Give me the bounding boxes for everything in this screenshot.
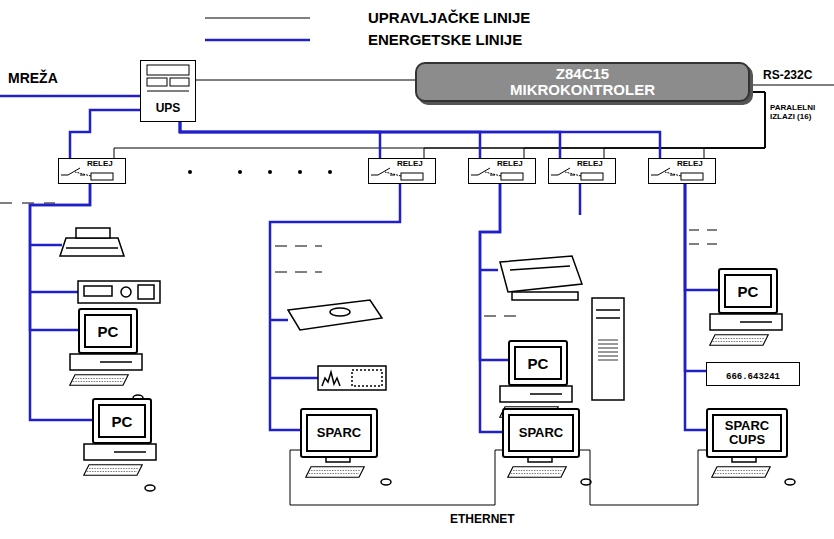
node-text: PC [112, 413, 133, 430]
power-line [180, 122, 660, 158]
power-line [70, 110, 140, 158]
node-text: SPARC [317, 426, 362, 440]
node-text: SPARC [519, 426, 564, 440]
node-text: PC [528, 355, 549, 372]
ups-unit: UPS [140, 60, 196, 122]
power-line [685, 184, 706, 430]
monitor-screen: PC [724, 274, 772, 308]
sparc-monitor: SPARC CUPS [706, 408, 788, 458]
monitor-screen: SPARC CUPS [712, 414, 782, 452]
sparc-monitor: SPARC [300, 408, 378, 458]
pc-monitor: PC [78, 308, 138, 354]
wires [0, 85, 834, 378]
monitor-screen: SPARC [306, 414, 372, 452]
legend-text: UPRAVLJAČKE LINIJE [368, 9, 530, 26]
monitor-screen: SPARC [508, 414, 574, 452]
power-line [180, 122, 380, 158]
sparc-monitor: SPARC [502, 408, 580, 458]
label-text: RS-232C [763, 68, 812, 82]
power-line [685, 184, 718, 290]
node-text: RELEJ [577, 160, 611, 168]
relay-box: RELEJ [648, 158, 716, 184]
power-line [30, 184, 92, 420]
legend-samples [205, 18, 310, 40]
pc-monitor: PC [508, 340, 568, 386]
display-unit: 666.643241 [706, 362, 800, 386]
label-text: PARALELNI IZLAZI (16) [770, 104, 830, 122]
node-text: 666.643241 [726, 372, 780, 382]
control-line [580, 450, 706, 505]
relay-box: RELEJ [368, 158, 436, 184]
monitor-screen: PC [98, 404, 146, 438]
control-line [196, 80, 415, 81]
relay-box: RELEJ [58, 158, 126, 184]
ups-panel [143, 63, 193, 97]
monitor-screen: PC [84, 314, 132, 348]
label-text: ETHERNET [450, 512, 515, 526]
node-text: PC [98, 323, 119, 340]
pc-monitor: PC [92, 398, 152, 444]
relay-box: RELEJ [468, 158, 536, 184]
power-line [270, 184, 400, 430]
relay-box: RELEJ [548, 158, 616, 184]
pc-monitor: PC [718, 268, 778, 314]
label-text: MREŽA [8, 70, 58, 86]
node-text: UPS [155, 101, 182, 115]
node-text: RELEJ [497, 160, 531, 168]
node-text: Z84C15 MIKROKONTROLER [508, 66, 658, 98]
power-line [180, 122, 480, 158]
power-line [480, 184, 508, 360]
legend-text: ENERGETSKE LINIJE [368, 31, 522, 48]
node-text: RELEJ [397, 160, 431, 168]
relay-dots [188, 170, 332, 174]
power-line [480, 184, 502, 432]
power-line [180, 122, 560, 158]
power-line [685, 184, 706, 371]
node-text: PC [738, 283, 759, 300]
node-text: SPARC CUPS [716, 419, 778, 446]
node-text: RELEJ [87, 160, 121, 168]
control-line [290, 450, 502, 505]
monitor-screen: PC [514, 346, 562, 380]
microcontroller-box: Z84C15 MIKROKONTROLER [415, 62, 750, 102]
node-text: RELEJ [677, 160, 711, 168]
